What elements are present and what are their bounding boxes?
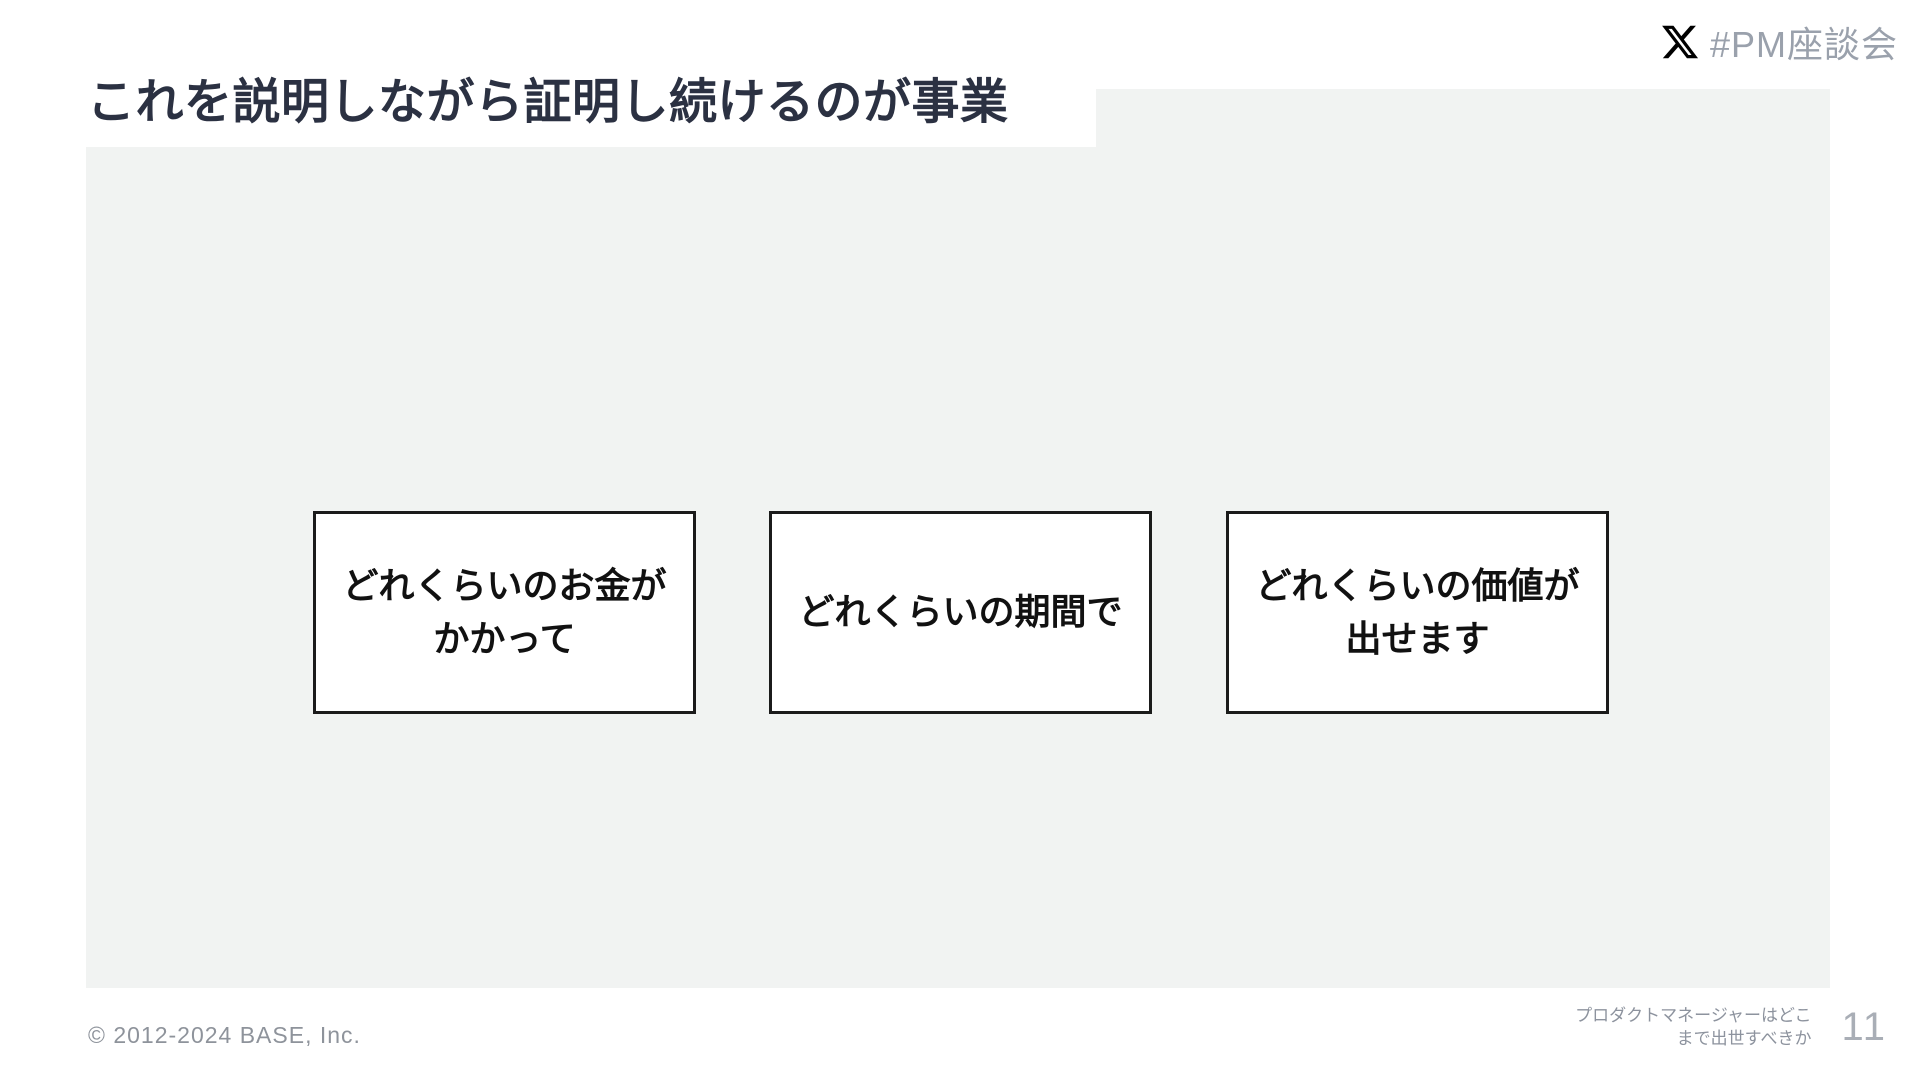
page-number: 11 (1841, 1005, 1887, 1049)
x-logo-icon (1662, 25, 1699, 59)
footer-right-group: プロダクトマネージャーはどこ まで出世すべきか 11 (1575, 1004, 1887, 1050)
event-hashtag-group: #PM座談会 (1660, 16, 1898, 68)
deck-title: プロダクトマネージャーはどこ まで出世すべきか (1575, 1004, 1811, 1050)
title-background (0, 0, 1096, 147)
box-value: どれくらいの価値が 出せます (1226, 511, 1609, 714)
event-hashtag-label: #PM座談会 (1709, 24, 1898, 65)
box-duration: どれくらいの期間で (769, 511, 1152, 714)
deck-title-line1: プロダクトマネージャーはどこ (1575, 1006, 1812, 1025)
slide-title: これを説明しながら証明し続けるのが事業 (87, 76, 1009, 129)
box-cost: どれくらいのお金が かかって (313, 511, 696, 714)
copyright-notice: © 2012-2024 BASE, Inc. (88, 1022, 361, 1048)
deck-title-line2: まで出世すべきか (1676, 1029, 1812, 1048)
